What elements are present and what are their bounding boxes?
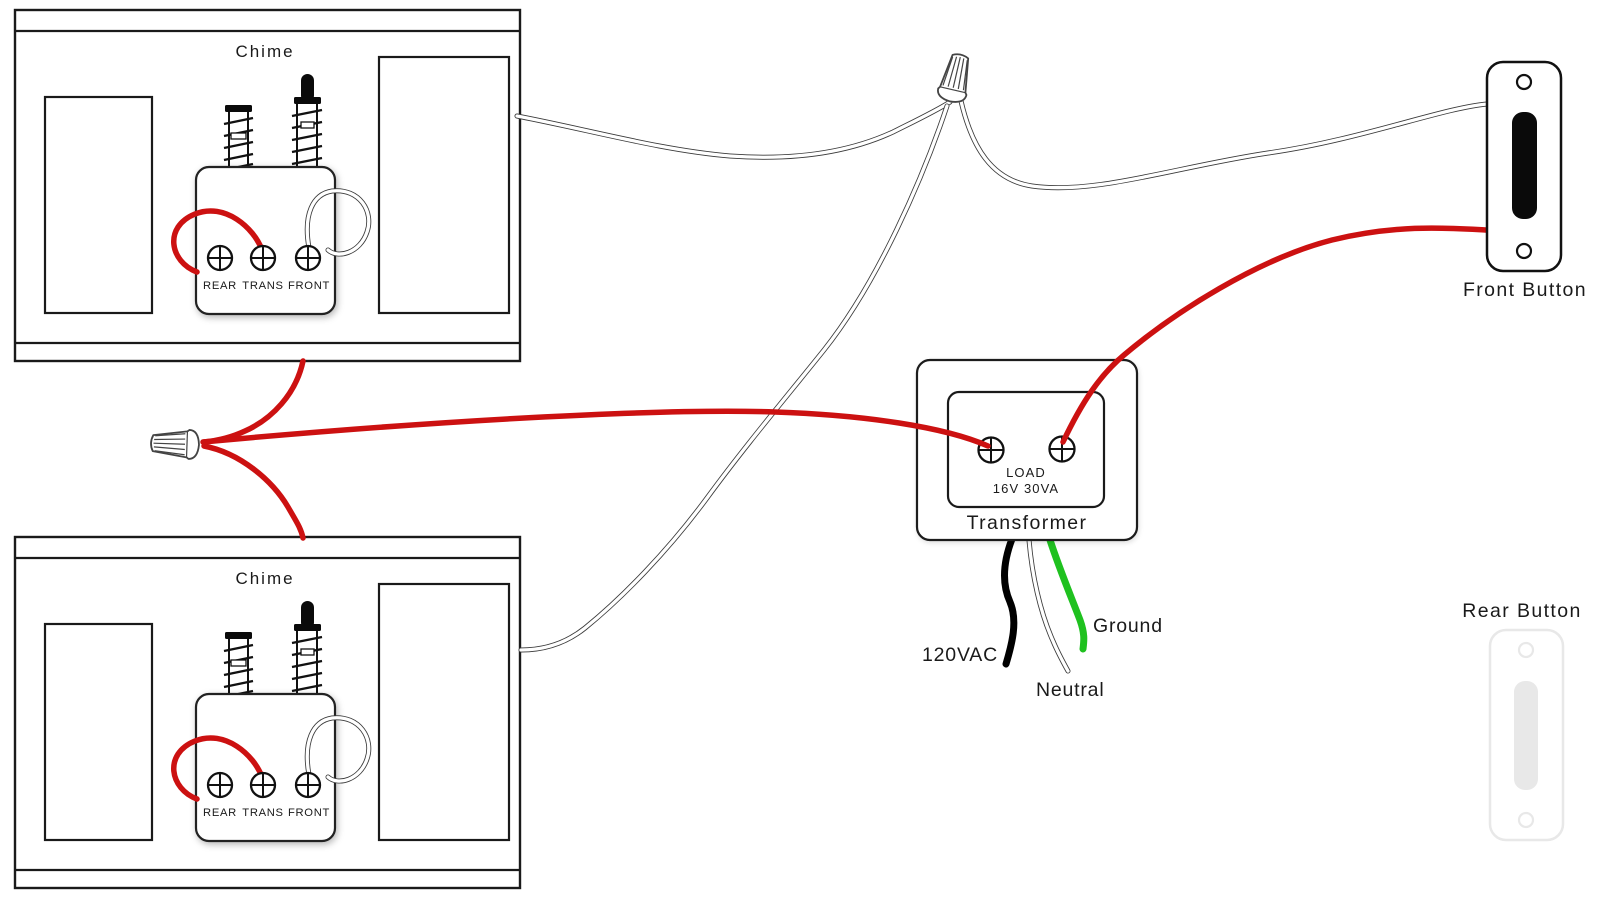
hot-wire-120vac (1000, 535, 1018, 668)
wire-nut-top (935, 50, 976, 106)
rear-button-screw-hole-bottom (1517, 811, 1535, 829)
front-button: Front Button (1463, 60, 1587, 301)
ground-wire (1046, 536, 1088, 653)
rear-button: Rear Button (1462, 600, 1581, 842)
red-wire-transformer-to-front-button (1060, 225, 1490, 445)
neutral-wire (1026, 537, 1071, 674)
white-wire-nut-to-chime-bottom (518, 103, 950, 653)
terminal-label-front: FRONT (288, 807, 330, 819)
red-wire-chime-top-to-nut (201, 358, 306, 445)
rear-button-screw-hole-top (1517, 641, 1535, 659)
wire-nut-left (149, 427, 201, 461)
chime-bottom-title: Chime (235, 569, 294, 588)
terminal-label-trans: TRANS (242, 280, 283, 292)
transformer: LOAD 16V 30VA Transformer (915, 358, 1139, 542)
red-wire-nut-to-transformer (200, 408, 991, 449)
hot-wire-label: 120VAC (922, 644, 998, 666)
terminal-label-front: FRONT (288, 280, 330, 292)
front-button-label: Front Button (1463, 279, 1587, 301)
terminal-label-rear: REAR (203, 280, 237, 292)
front-button-screw-hole-bottom (1515, 242, 1533, 260)
front-button-screw-hole-top (1515, 73, 1533, 91)
red-wires (200, 225, 1490, 541)
transformer-load-text: LOAD (1006, 465, 1046, 480)
chime-unit-top: Chime REAR TRANS FRONT (15, 10, 520, 361)
neutral-wire-label: Neutral (1036, 679, 1104, 701)
transformer-rating-text: 16V 30VA (993, 481, 1059, 496)
chime-unit-bottom: Chime REAR TRANS FRONT (15, 537, 520, 888)
ground-wire-label: Ground (1093, 615, 1163, 637)
front-button-pushbutton (1512, 112, 1537, 219)
red-wire-nut-to-chime-bottom (201, 443, 306, 541)
terminal-label-trans: TRANS (242, 807, 283, 819)
rear-button-pushbutton (1514, 681, 1538, 790)
chime-top-title: Chime (235, 42, 294, 61)
terminal-label-rear: REAR (203, 807, 237, 819)
rear-button-label: Rear Button (1462, 600, 1581, 622)
transformer-load-panel (946, 390, 1106, 509)
white-wire-nut-to-front-button (958, 98, 1490, 191)
supply-wires: 120VAC Neutral Ground (922, 535, 1163, 701)
transformer-title: Transformer (967, 512, 1088, 534)
white-wires (514, 98, 1490, 653)
